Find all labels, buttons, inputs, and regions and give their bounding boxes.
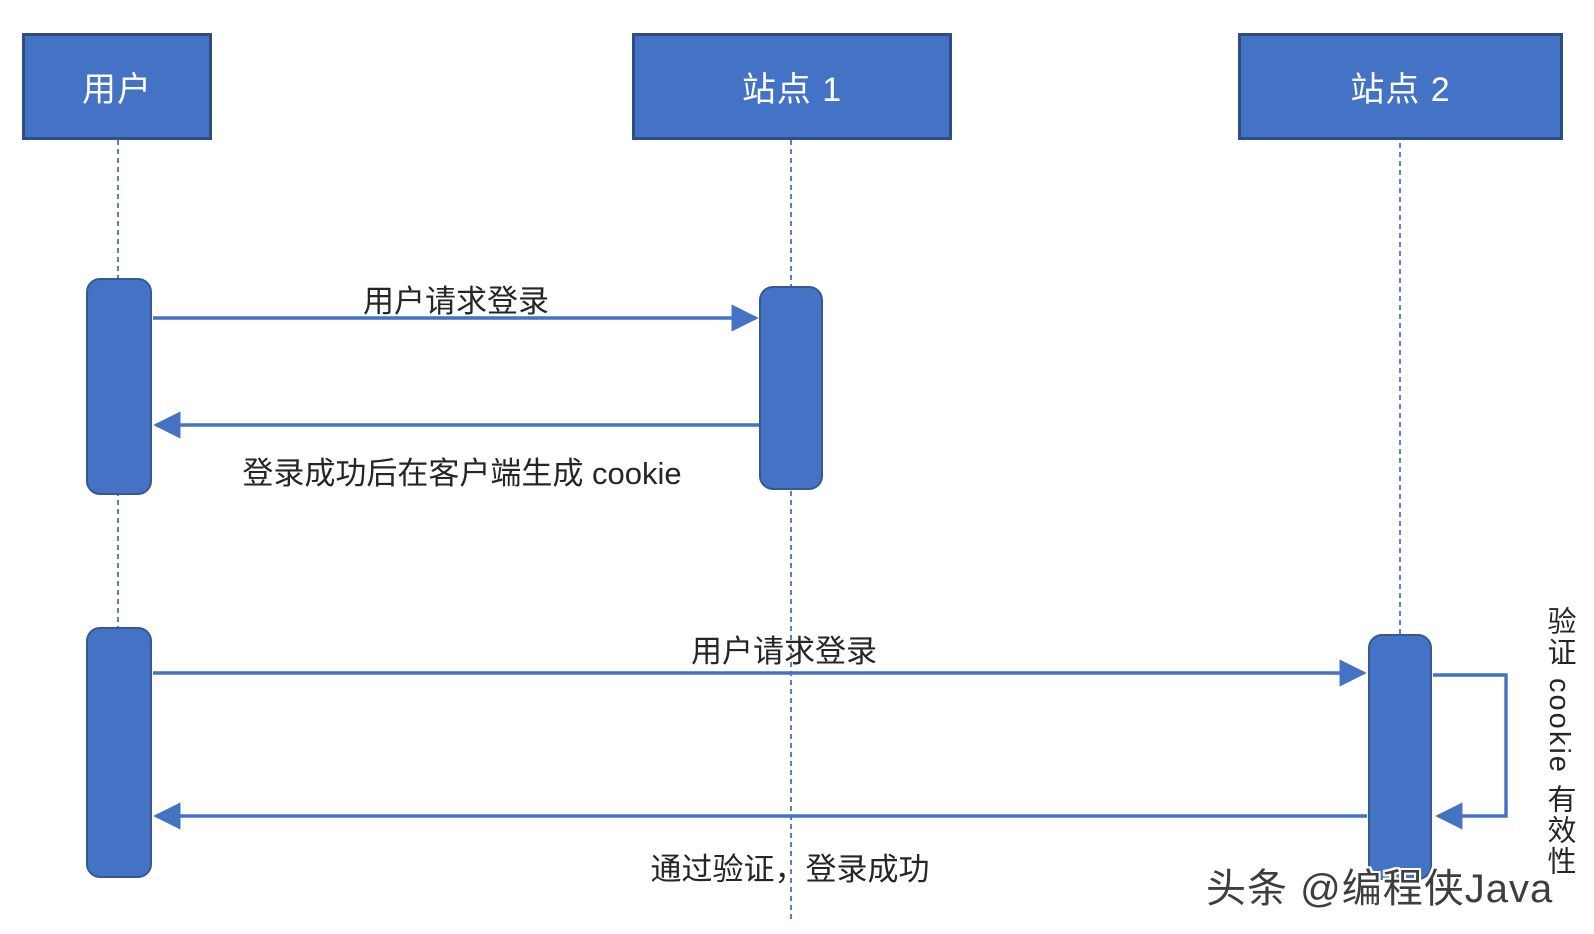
activation-bar-site2 bbox=[1368, 634, 1432, 880]
message-label-login-request-site1: 用户请求登录 bbox=[363, 284, 549, 319]
actor-box-site2: 站点 2 bbox=[1238, 33, 1563, 140]
activation-bar-site1 bbox=[759, 286, 823, 490]
actor-label-site1: 站点 1 bbox=[741, 71, 843, 109]
watermark-text: 头条 @编程侠Java bbox=[1206, 867, 1554, 911]
message-label-verify-cookie: 验证 cookie 有效性 bbox=[1543, 606, 1575, 877]
actor-box-user: 用户 bbox=[22, 33, 212, 140]
message-arrow-verify-cookie-selfloop bbox=[1433, 673, 1508, 830]
actor-label-user: 用户 bbox=[82, 71, 152, 109]
message-label-login-success: 通过验证，登录成功 bbox=[650, 852, 930, 887]
message-label-login-request-site2: 用户请求登录 bbox=[691, 634, 877, 669]
message-label-cookie-generated: 登录成功后在客户端生成 cookie bbox=[242, 456, 682, 491]
actor-box-site1: 站点 1 bbox=[632, 33, 952, 140]
actor-label-site2: 站点 2 bbox=[1350, 71, 1451, 109]
activation-bar-user-1 bbox=[86, 278, 152, 495]
activation-bar-user-2 bbox=[86, 627, 152, 878]
